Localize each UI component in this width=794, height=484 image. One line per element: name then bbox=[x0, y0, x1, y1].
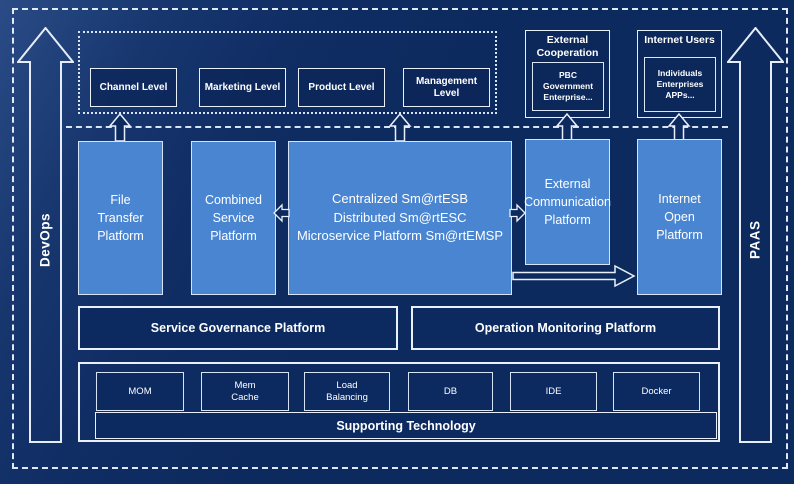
external-cooperation-members: PBC Government Enterprise... bbox=[532, 62, 604, 111]
levels-dotted-container bbox=[78, 31, 497, 114]
tech-box-mom: MOM bbox=[96, 372, 184, 411]
channel-level-box: Channel Level bbox=[90, 68, 177, 107]
management-level-box: Management Level bbox=[403, 68, 490, 107]
up-arrow-icon bbox=[555, 113, 579, 142]
central-esb-platform-box: Centralized Sm@rtESB Distributed Sm@rtES… bbox=[288, 141, 512, 295]
marketing-level-box: Marketing Level bbox=[199, 68, 286, 107]
paas-rail-label: PAAS bbox=[747, 220, 763, 260]
up-arrow-icon bbox=[667, 113, 691, 142]
paas-up-arrow-icon bbox=[727, 27, 784, 443]
internet-users-box: Internet Users Individuals Enterprises A… bbox=[637, 30, 722, 118]
supporting-technology-bar: Supporting Technology bbox=[95, 412, 717, 439]
long-right-arrow-icon bbox=[512, 264, 636, 288]
internet-users-title: Internet Users bbox=[644, 34, 715, 46]
internet-open-platform-box: Internet Open Platform bbox=[637, 139, 722, 295]
service-governance-platform-box: Service Governance Platform bbox=[78, 306, 398, 350]
operation-monitoring-platform-box: Operation Monitoring Platform bbox=[411, 306, 720, 350]
internet-users-members: Individuals Enterprises APPs... bbox=[644, 57, 716, 112]
tech-box-load-balancing: Load Balancing bbox=[304, 372, 390, 411]
external-cooperation-box: External Cooperation PBC Government Ente… bbox=[525, 30, 610, 118]
tech-box-ide: IDE bbox=[510, 372, 597, 411]
up-arrow-icon bbox=[108, 113, 132, 142]
file-transfer-platform-box: File Transfer Platform bbox=[78, 141, 163, 295]
left-arrow-icon bbox=[273, 203, 290, 223]
supporting-technology-container bbox=[78, 362, 720, 442]
up-arrow-icon bbox=[388, 113, 412, 142]
outer-dashed-border bbox=[12, 8, 788, 469]
tech-box-db: DB bbox=[408, 372, 493, 411]
devops-up-arrow-icon bbox=[17, 27, 74, 443]
combined-service-platform-box: Combined Service Platform bbox=[191, 141, 276, 295]
devops-rail-label: DevOps bbox=[37, 212, 53, 268]
product-level-box: Product Level bbox=[298, 68, 385, 107]
tech-box-docker: Docker bbox=[613, 372, 700, 411]
external-communication-platform-box: External Communication Platform bbox=[524, 139, 611, 265]
right-arrow-icon bbox=[509, 203, 526, 223]
tech-box-mem-cache: Mem Cache bbox=[201, 372, 289, 411]
external-cooperation-title: External Cooperation bbox=[536, 34, 599, 59]
